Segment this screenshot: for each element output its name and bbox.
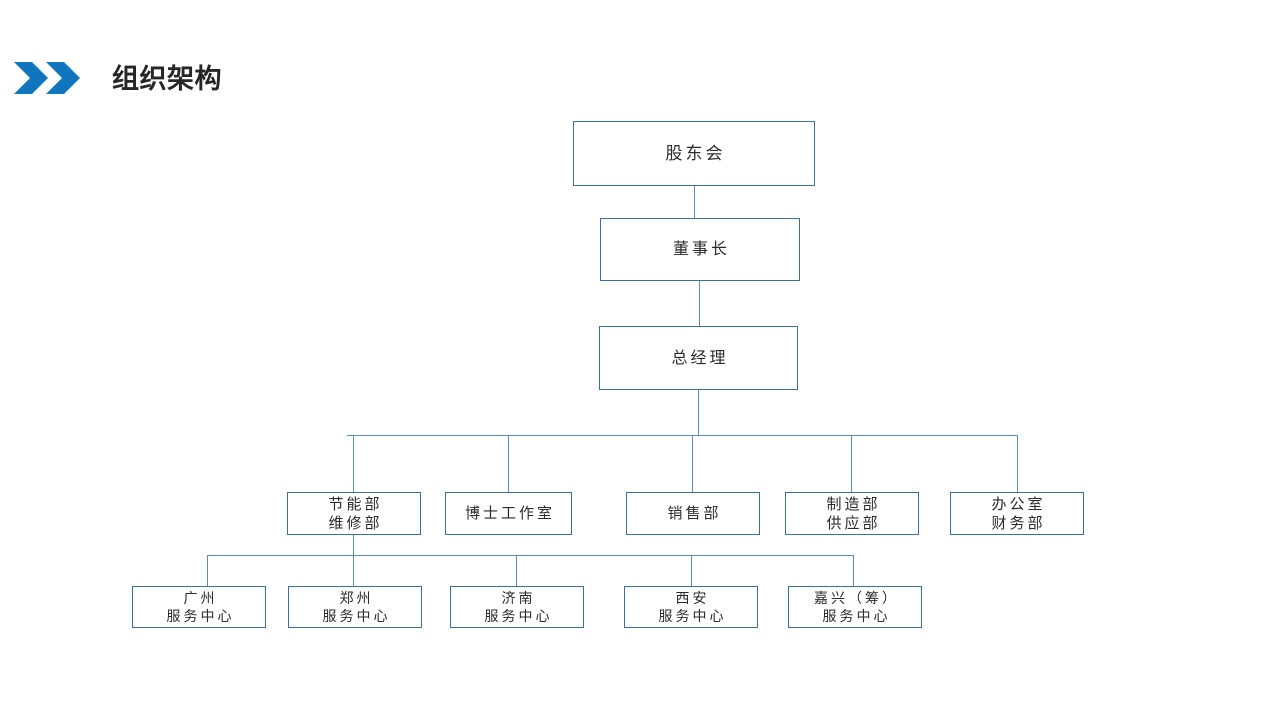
page-header: 组织架构 xyxy=(0,0,1280,120)
connector-bus-to-xiaoshoubu xyxy=(692,435,693,492)
page-title: 组织架构 xyxy=(112,64,222,94)
org-node-jiaxing-service-center[interactable]: 嘉兴（筹） 服务中心 xyxy=(788,586,922,628)
org-node-label-line1: 办公室 xyxy=(991,495,1046,513)
connector-service-center-bus xyxy=(207,555,854,556)
org-node-label-line1: 西安 xyxy=(675,590,710,606)
org-node-label: 股东会 xyxy=(665,143,726,163)
org-node-energy-saving-maintenance[interactable]: 节能部 维修部 xyxy=(287,492,421,535)
org-node-label-line2: 服务中心 xyxy=(166,608,235,624)
org-node-label: 销售部 xyxy=(667,505,722,522)
org-node-label-line1: 制造部 xyxy=(826,495,881,513)
org-node-label-line2: 服务中心 xyxy=(822,608,891,624)
connector-bus-to-zhizaobu xyxy=(851,435,852,492)
connector-bus-to-xian xyxy=(691,555,692,586)
connector-gm-drop xyxy=(698,390,699,436)
org-node-xian-service-center[interactable]: 西安 服务中心 xyxy=(624,586,758,628)
org-node-label-line2: 维修部 xyxy=(328,514,383,532)
org-node-label-line2: 服务中心 xyxy=(484,608,553,624)
org-node-office-finance[interactable]: 办公室 财务部 xyxy=(950,492,1084,535)
org-node-doctor-studio[interactable]: 博士工作室 xyxy=(445,492,572,535)
connector-bus-to-jinan xyxy=(516,555,517,586)
org-node-zhengzhou-service-center[interactable]: 郑州 服务中心 xyxy=(288,586,422,628)
org-node-jinan-service-center[interactable]: 济南 服务中心 xyxy=(450,586,584,628)
org-node-label-line2: 财务部 xyxy=(991,514,1046,532)
org-node-shareholders[interactable]: 股东会 xyxy=(573,121,815,186)
chevron-right-icon xyxy=(44,58,84,98)
connector-bus-to-bangongshi xyxy=(1017,435,1018,492)
double-chevron-decoration xyxy=(12,58,94,98)
org-node-guangzhou-service-center[interactable]: 广州 服务中心 xyxy=(132,586,266,628)
org-node-label-line1: 郑州 xyxy=(339,590,374,606)
connector-department-bus xyxy=(347,435,1018,436)
org-node-label-line1: 节能部 xyxy=(328,495,383,513)
org-node-label-line1: 嘉兴（筹） xyxy=(814,590,899,606)
connector-bus-to-boshigongzuoshi xyxy=(508,435,509,492)
org-node-sales[interactable]: 销售部 xyxy=(626,492,760,535)
connector-bus-to-zhengzhou xyxy=(353,555,354,586)
org-node-label-line1: 广州 xyxy=(183,590,218,606)
org-node-general-manager[interactable]: 总经理 xyxy=(599,326,798,390)
org-node-label: 董事长 xyxy=(672,241,730,258)
connector-bus-to-guangzhou xyxy=(207,555,208,586)
connector-chairman-to-gm xyxy=(699,281,700,326)
org-node-label: 总经理 xyxy=(671,349,729,367)
connector-bus-to-jienengbu xyxy=(353,435,354,492)
org-node-label-line2: 服务中心 xyxy=(322,608,391,624)
org-node-manufacturing-supply[interactable]: 制造部 供应部 xyxy=(785,492,919,535)
org-node-label-line2: 服务中心 xyxy=(658,608,727,624)
connector-bus-to-jiaxing xyxy=(853,555,854,586)
org-node-label-line2: 供应部 xyxy=(826,514,881,532)
org-node-label-line1: 济南 xyxy=(501,590,536,606)
connector-shareholders-to-chairman xyxy=(694,186,695,218)
chevron-right-icon xyxy=(12,58,52,98)
org-node-label: 博士工作室 xyxy=(464,505,555,522)
org-node-chairman[interactable]: 董事长 xyxy=(600,218,800,281)
connector-jienengbu-drop xyxy=(353,534,354,556)
